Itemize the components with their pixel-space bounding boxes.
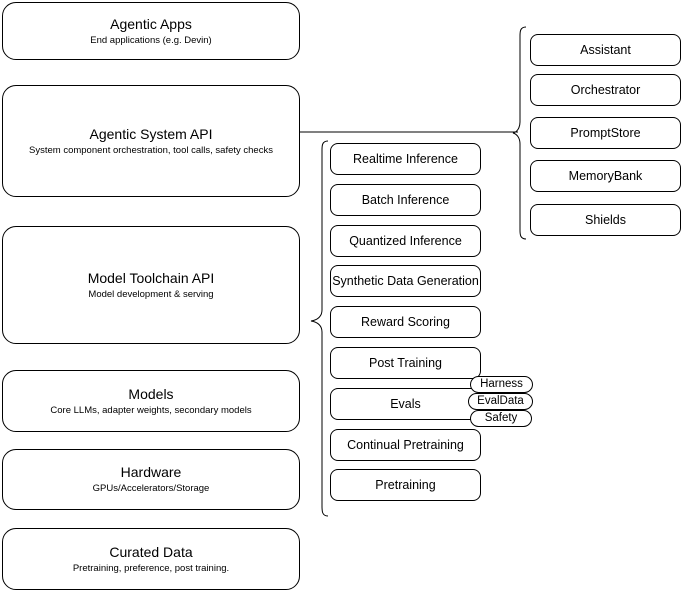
evals-subcomponent-label: Safety	[484, 412, 518, 424]
evals-subcomponent-label: Harness	[480, 378, 523, 390]
toolchain-component-label: Evals	[390, 396, 421, 411]
toolchain-component-label: Synthetic Data Generation	[332, 273, 479, 288]
stack-layer-hardware[interactable]: Hardware GPUs/Accelerators/Storage	[2, 449, 300, 510]
toolchain-component-pretraining[interactable]: Pretraining	[330, 469, 481, 501]
brace-system-components	[512, 26, 528, 240]
toolchain-component-label: Continual Pretraining	[347, 437, 464, 452]
toolchain-component-realtime-inference[interactable]: Realtime Inference	[330, 143, 481, 175]
toolchain-component-evals[interactable]: Evals	[330, 388, 481, 420]
toolchain-component-label: Post Training	[369, 355, 442, 370]
toolchain-component-continual-pretraining[interactable]: Continual Pretraining	[330, 429, 481, 461]
system-component-orchestrator[interactable]: Orchestrator	[530, 74, 681, 106]
toolchain-component-synthetic-data-generation[interactable]: Synthetic Data Generation	[330, 265, 481, 297]
system-component-label: Assistant	[580, 42, 631, 57]
stack-layer-model-toolchain-api[interactable]: Model Toolchain API Model development & …	[2, 226, 300, 344]
system-component-assistant[interactable]: Assistant	[530, 34, 681, 66]
system-component-label: PromptStore	[570, 125, 641, 140]
evals-subcomponent-label: EvalData	[477, 395, 524, 407]
stack-layer-models[interactable]: Models Core LLMs, adapter weights, secon…	[2, 370, 300, 432]
toolchain-component-label: Realtime Inference	[353, 151, 458, 166]
brace-path	[310, 140, 329, 517]
system-component-promptstore[interactable]: PromptStore	[530, 117, 681, 149]
stack-layer-title: Models	[128, 385, 174, 402]
system-component-label: MemoryBank	[568, 168, 643, 183]
stack-layer-curated-data[interactable]: Curated Data Pretraining, preference, po…	[2, 528, 300, 590]
brace-toolchain-components	[302, 140, 330, 518]
toolchain-component-label: Pretraining	[375, 477, 436, 492]
toolchain-component-reward-scoring[interactable]: Reward Scoring	[330, 306, 481, 338]
stack-layer-title: Curated Data	[109, 543, 193, 560]
stack-layer-title: Agentic Apps	[110, 15, 192, 32]
toolchain-component-label: Quantized Inference	[349, 233, 462, 248]
stack-layer-title: Model Toolchain API	[87, 269, 215, 286]
stack-layer-subtitle: Pretraining, preference, post training.	[72, 562, 230, 574]
system-component-shields[interactable]: Shields	[530, 204, 681, 236]
stack-layer-subtitle: GPUs/Accelerators/Storage	[92, 483, 210, 494]
toolchain-component-batch-inference[interactable]: Batch Inference	[330, 184, 481, 216]
system-component-memorybank[interactable]: MemoryBank	[530, 160, 681, 192]
stack-layer-title: Hardware	[120, 464, 182, 480]
stack-layer-subtitle: Core LLMs, adapter weights, secondary mo…	[50, 404, 252, 416]
system-component-label: Orchestrator	[570, 82, 641, 97]
stack-layer-agentic-system-api[interactable]: Agentic System API System component orch…	[2, 85, 300, 197]
connector-system-api-to-components	[300, 124, 520, 142]
system-component-label: Shields	[585, 212, 626, 227]
stack-layer-subtitle: Model development & serving	[88, 288, 214, 300]
stack-layer-subtitle: End applications (e.g. Devin)	[90, 34, 212, 46]
stack-layer-agentic-apps[interactable]: Agentic Apps End applications (e.g. Devi…	[2, 2, 300, 60]
stack-layer-subtitle: System component orchestration, tool cal…	[29, 144, 273, 156]
evals-subcomponent-safety[interactable]: Safety	[470, 410, 532, 427]
toolchain-component-quantized-inference[interactable]: Quantized Inference	[330, 225, 481, 257]
evals-subcomponent-evaldata[interactable]: EvalData	[468, 393, 533, 410]
evals-subcomponent-harness[interactable]: Harness	[470, 376, 533, 393]
brace-path	[512, 26, 527, 240]
toolchain-component-label: Reward Scoring	[361, 314, 450, 329]
toolchain-component-label: Batch Inference	[361, 192, 450, 207]
toolchain-component-post-training[interactable]: Post Training	[330, 347, 481, 379]
stack-layer-title: Agentic System API	[89, 125, 213, 142]
